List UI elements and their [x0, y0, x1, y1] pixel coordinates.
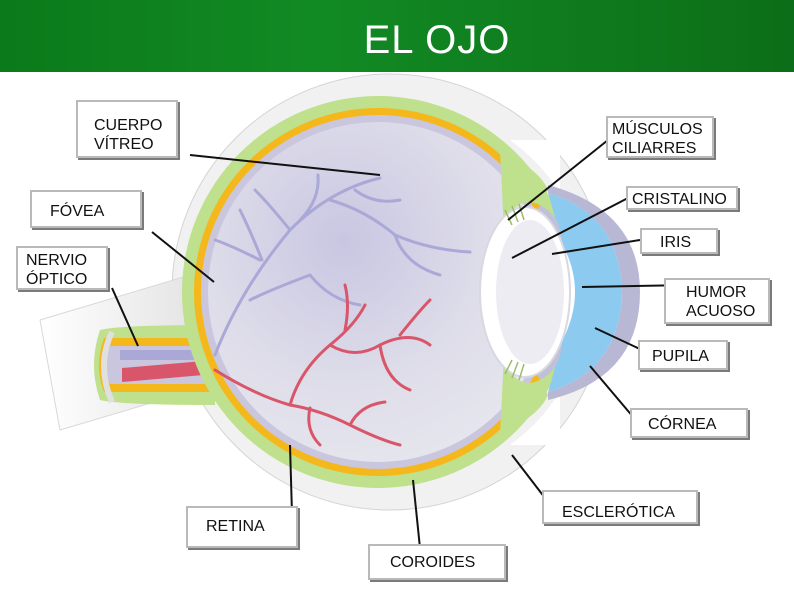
page-title: EL OJO: [363, 18, 511, 62]
label-cristalino: CRISTALINO: [626, 186, 738, 210]
label-line: RETINA: [206, 518, 265, 535]
label-cuerpo-vitreo: CUERPO VÍTREO: [76, 100, 178, 158]
optic-nerve: [94, 325, 215, 405]
label-nervio-optico: NERVIO ÓPTICO: [16, 246, 108, 290]
label-line: CRISTALINO: [632, 191, 727, 208]
label-fovea: FÓVEA: [30, 190, 142, 228]
label-line: VÍTREO: [94, 136, 154, 153]
label-pupila: PUPILA: [638, 340, 728, 370]
label-line: FÓVEA: [50, 203, 105, 220]
label-iris: IRIS: [640, 228, 718, 254]
retinal-arteries-red: [213, 283, 432, 447]
retinal-veins-blue: [213, 173, 472, 357]
label-line: CUERPO: [94, 117, 163, 134]
label-line: IRIS: [660, 234, 692, 251]
label-retina: RETINA: [186, 506, 298, 548]
label-cornea: CÓRNEA: [630, 408, 748, 438]
label-line: CÓRNEA: [648, 416, 717, 433]
label-esclerotica: ESCLERÓTICA: [542, 490, 698, 524]
label-humor-acuoso: HUMOR ACUOSO: [664, 278, 770, 324]
label-line: ÓPTICO: [26, 271, 88, 288]
leader-lines: [111, 139, 691, 549]
anterior-segment: [479, 140, 640, 445]
label-coroides: COROIDES: [368, 544, 506, 580]
label-line: HUMOR: [686, 284, 747, 301]
label-line: CILIARRES: [612, 140, 697, 157]
label-line: MÚSCULOS: [612, 121, 703, 138]
title-bar: EL OJO: [0, 0, 794, 72]
label-line: ACUOSO: [686, 303, 756, 320]
label-line: ESCLERÓTICA: [562, 504, 675, 521]
label-line: NERVIO: [26, 252, 88, 269]
vitreous-body: [208, 122, 548, 462]
label-line: COROIDES: [390, 554, 476, 571]
label-line: PUPILA: [652, 348, 709, 365]
label-musculos-ciliares: MÚSCULOS CILIARRES: [606, 116, 714, 158]
